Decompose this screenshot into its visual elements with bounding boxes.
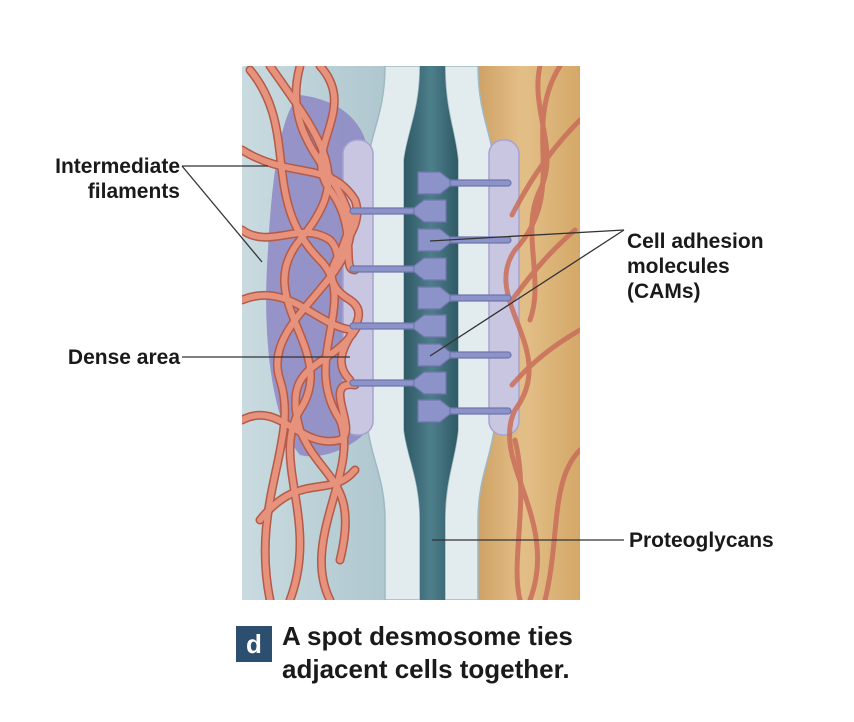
cell-panel (242, 66, 580, 600)
leader-intermediate-2 (181, 165, 263, 263)
filaments-left (242, 66, 362, 600)
dense-area-label: Dense area (67, 346, 180, 369)
filaments-right (503, 66, 580, 600)
panel-letter-badge: d (236, 626, 272, 662)
cam-label: Cell adhesion molecules (CAMs) (627, 230, 764, 303)
leader-lines (181, 165, 625, 541)
leader-cam-2 (429, 229, 625, 357)
leader-cam-1 (429, 229, 625, 242)
cams (349, 171, 512, 423)
caption-text: A spot desmosome ties adjacent cells tog… (282, 621, 573, 684)
intermediate-filaments-label: Intermediate filaments (55, 155, 180, 203)
figure-caption: d A spot desmosome ties adjacent cells t… (236, 620, 696, 692)
proteoglycans-label: Proteoglycans (629, 529, 774, 552)
